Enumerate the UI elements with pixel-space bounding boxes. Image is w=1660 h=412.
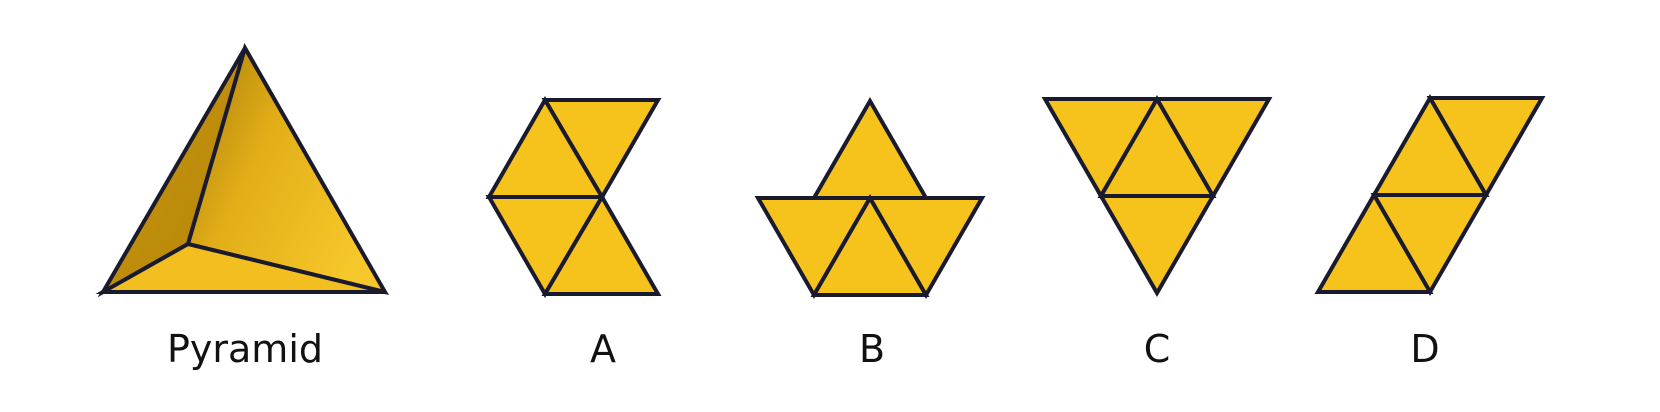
- net-a: A: [485, 96, 662, 371]
- net-c: C: [1041, 94, 1273, 371]
- net-c-face-3: [1153, 97, 1273, 201]
- net-d-label: D: [1410, 327, 1439, 371]
- pyramid-base-face: [95, 241, 386, 294]
- net-c-label: C: [1144, 327, 1171, 371]
- net-b-face-1: [810, 96, 930, 200]
- net-b-face-4: [866, 196, 986, 300]
- net-b-label: B: [859, 327, 885, 371]
- pyramid-label: Pyramid: [167, 327, 323, 371]
- net-d-face-4: [1314, 190, 1434, 294]
- net-d: D: [1314, 93, 1546, 371]
- net-a-label: A: [590, 327, 616, 371]
- net-a-face-4: [541, 193, 662, 296]
- net-b: B: [754, 96, 986, 371]
- net-c-face-4: [1097, 194, 1217, 298]
- pyramid-figure: Pyramid: [95, 42, 390, 371]
